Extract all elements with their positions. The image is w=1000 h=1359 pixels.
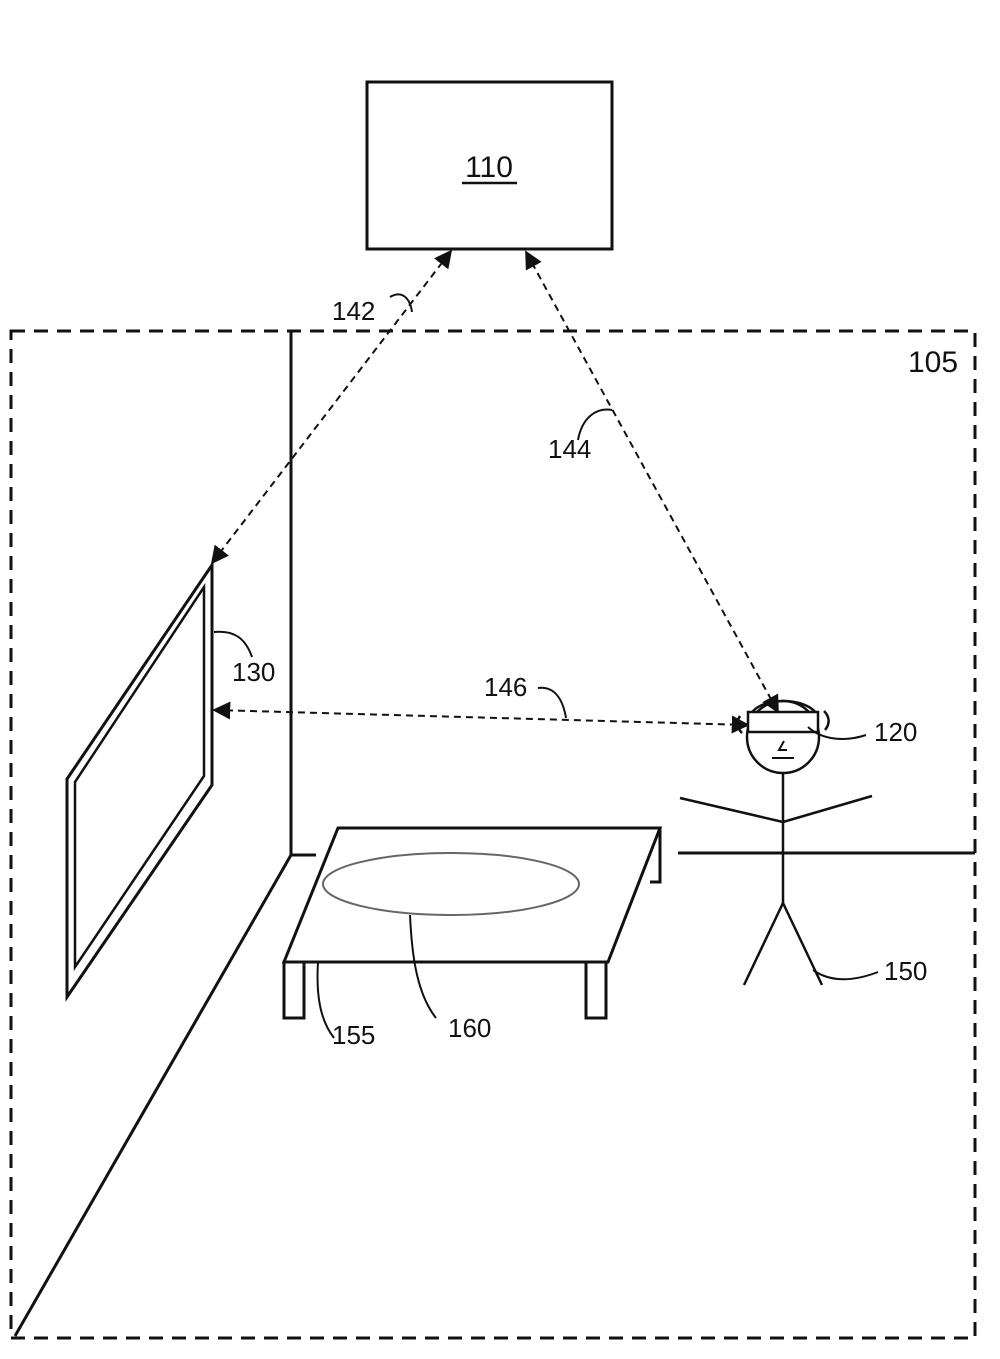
link-display-headset-arrow xyxy=(212,701,750,734)
room-floor-left-edge xyxy=(13,854,293,1337)
link-display-arrow xyxy=(210,249,453,565)
table-right-edge xyxy=(650,828,662,884)
link-headset-arrow xyxy=(525,250,779,714)
headset-visor xyxy=(746,710,820,734)
environment-boundary xyxy=(9,329,977,1340)
user-leader xyxy=(812,969,879,981)
headset-side-right xyxy=(823,710,830,731)
table-marker-label: 160 xyxy=(448,1013,491,1043)
link-headset-label: 144 xyxy=(548,434,591,464)
headset xyxy=(736,699,830,734)
user-leg-left xyxy=(742,902,785,986)
user-nose xyxy=(777,740,787,751)
headset-leader xyxy=(807,726,867,740)
display-leader xyxy=(213,630,253,658)
table-marker-ellipse xyxy=(322,852,580,916)
user-label: 150 xyxy=(884,956,927,986)
link-display-headset-label: 146 xyxy=(484,672,527,702)
headset-label: 120 xyxy=(874,717,917,747)
table-leader xyxy=(316,961,335,1039)
display-outer-frame xyxy=(65,560,214,1002)
link-display-leader xyxy=(389,293,413,313)
table-label: 155 xyxy=(332,1020,375,1050)
server-label: 110 xyxy=(465,151,513,184)
user-figure xyxy=(679,699,873,986)
headset-side-left xyxy=(736,715,743,734)
display-label: 130 xyxy=(232,657,275,687)
environment-label: 105 xyxy=(908,346,958,379)
headset-strap xyxy=(748,699,820,717)
server-box xyxy=(365,80,614,251)
link-display-label: 142 xyxy=(332,296,375,326)
table-leg-right xyxy=(584,960,608,1020)
user-arm-left xyxy=(679,796,784,824)
table-marker-leader xyxy=(409,914,437,1019)
display-inner-frame xyxy=(73,582,206,972)
link-headset-leader xyxy=(577,408,613,441)
table-top xyxy=(281,826,663,964)
table-leg-left xyxy=(282,960,306,1020)
link-display-headset-leader xyxy=(537,686,567,719)
user-arm-right xyxy=(782,794,873,824)
